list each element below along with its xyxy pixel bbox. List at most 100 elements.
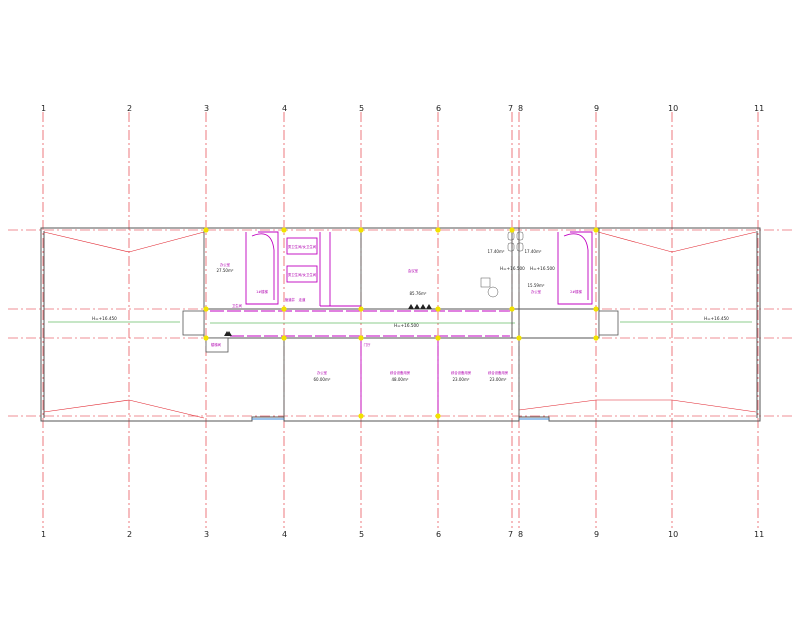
label-stair-left: 1#楼梯 [256,289,268,294]
column [203,335,209,341]
axis-label-bottom-8: 8 [518,530,523,539]
porch-left [182,310,205,336]
column [593,306,599,312]
axis-label-top-6: 6 [436,104,441,113]
entrance-porches [182,310,619,353]
axis-label-bottom-7: 7 [508,530,513,539]
axis-label-bottom-1: 1 [41,530,46,539]
columns [203,227,599,419]
column [358,306,364,312]
room-area-r9: 17.40m² [525,249,542,254]
label-stair-right: 2#楼梯 [570,289,582,294]
axis-label-top-5: 5 [359,104,364,113]
level-right: H=+16.450 [704,316,729,321]
toilet-b [286,265,318,283]
axis-label-top-7: 7 [508,104,513,113]
small-labels: 男卫生间/女卫生间 男卫生间/女卫生间 1#楼梯 2#楼梯 卫生间 管道井 走道… [211,244,583,347]
stair-landing-left [205,337,229,353]
room-label-r1: 办公室 [220,262,231,267]
level-corridor: H=+16.500 [394,323,419,328]
room-labels: 办公室 27.50m² 会议室 85.76m² 15.59m² 办公室 办公室 … [217,249,545,382]
axis-label-top-2: 2 [127,104,132,113]
stair-right-arc [563,233,589,300]
axis-label-bottom-9: 9 [594,530,599,539]
axis-label-bottom-11: 11 [754,530,764,539]
axis-label-bottom-5: 5 [359,530,364,539]
marker-c2 [414,304,420,309]
roof-slope-right-top [597,231,757,253]
column [358,413,364,419]
column [358,227,364,233]
label-toilet-a: 男卫生间/女卫生间 [288,244,317,249]
roof-slope-left-bottom [43,399,205,419]
axis-label-top-1: 1 [41,104,46,113]
fixture-4 [516,242,524,252]
axis-label-bottom-4: 4 [282,530,287,539]
sanitary-fixtures [480,231,524,298]
room-area-r4: 60.00m² [314,377,331,382]
room-area-r7: 23.00m² [490,377,507,382]
stair-left [245,231,279,305]
column [281,335,287,341]
level-lines [48,321,752,324]
label-shaft: 管道井 [285,297,296,302]
axis-label-top-3: 3 [204,104,209,113]
label-corridor: 走道 [299,297,306,302]
fixture-6 [487,286,499,298]
axis-label-bottom-2: 2 [127,530,132,539]
room-label-r7: 综合设备用房 [488,370,509,375]
fixture-2 [516,231,524,241]
level-left: H=+16.450 [92,316,117,321]
section-markers [224,304,432,336]
axis-label-top-10: 10 [668,104,678,113]
column [509,227,515,233]
fixture-3 [507,242,515,252]
room-label-r4: 办公室 [317,370,328,375]
axis-labels-bottom: 1 2 3 4 5 6 7 8 9 10 11 [41,530,764,539]
room-label-r3: 办公室 [531,289,542,294]
column [593,227,599,233]
marker-right [226,331,232,336]
column [435,227,441,233]
roof-slopes [43,231,757,419]
room-label-r2: 会议室 [408,268,419,273]
level-c1: H=+16.500 [500,266,525,271]
room-area-r3: 15.59m² [528,283,545,288]
center-walls [203,227,600,421]
toilet-a [286,237,318,255]
stair-right [557,231,593,305]
room-area-r6: 23.00m² [453,377,470,382]
room-area-r2: 85.76m² [410,291,427,296]
marker-c3 [420,304,426,309]
roof-slope-left-top [43,231,205,253]
porch-right [598,310,619,336]
vertical-axes [42,112,759,528]
column [509,306,515,312]
column [435,335,441,341]
room-label-r6: 综合设备用房 [451,370,472,375]
column [435,306,441,312]
label-lobby: 门厅 [364,342,371,347]
label-stair-room: 楼梯间 [211,342,222,347]
axis-labels-top: 1 2 3 4 5 6 7 8 9 10 11 [41,104,764,113]
column [281,306,287,312]
column [593,335,599,341]
marker-c4 [426,304,432,309]
level-c2: H=+16.500 [530,266,555,271]
label-washroom-left: 卫生间 [232,303,243,308]
axis-label-bottom-3: 3 [204,530,209,539]
room-label-r5: 综合设备用房 [390,370,411,375]
elevation-labels: H=+16.450 H=+16.450 H=+16.500 H=+16.500 … [92,266,729,328]
fixture-5 [480,277,491,288]
room-area-r1: 27.50m² [217,268,234,273]
room-area-r8: 17.40m² [488,249,505,254]
axis-label-bottom-10: 10 [668,530,678,539]
axis-label-top-11: 11 [754,104,764,113]
axis-label-bottom-6: 6 [436,530,441,539]
stair-left-arc [251,233,275,300]
column [203,227,209,233]
marker-c1 [408,304,414,309]
room-area-r5: 48.00m² [392,377,409,382]
partitions [210,231,593,416]
